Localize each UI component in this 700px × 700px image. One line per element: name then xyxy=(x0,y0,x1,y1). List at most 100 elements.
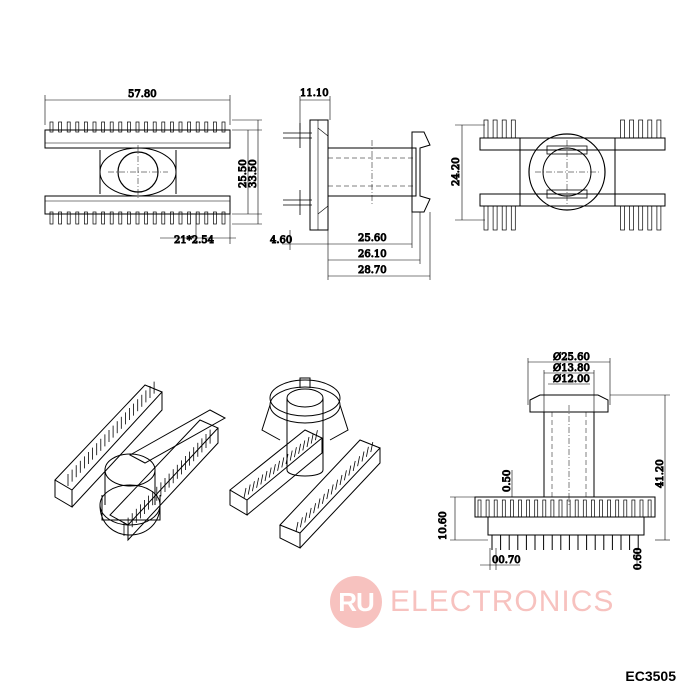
dim-outer-height-label: 33.50 xyxy=(248,159,259,188)
pin xyxy=(281,457,285,468)
comb-tooth xyxy=(647,205,653,231)
comb-tooth xyxy=(127,121,131,133)
pin xyxy=(295,521,299,533)
pin xyxy=(302,440,306,451)
comb-tooth xyxy=(483,205,489,231)
comb-tooth xyxy=(66,121,71,133)
comb-tooth xyxy=(58,211,62,225)
pin xyxy=(277,460,280,471)
comb-tooth xyxy=(477,499,482,518)
comb-tooth xyxy=(213,211,217,225)
comb-tooth xyxy=(92,211,97,225)
pin xyxy=(243,487,247,499)
comb-tooth xyxy=(534,499,539,518)
pin xyxy=(344,470,347,481)
comb-tooth xyxy=(84,121,88,133)
comb-tooth xyxy=(510,119,516,139)
pin xyxy=(348,465,352,476)
pin xyxy=(317,498,321,509)
comb-tooth xyxy=(656,205,662,231)
dim-pin-dia-label: 0.50 xyxy=(502,470,513,492)
dim-end-height-label: 24.20 xyxy=(451,157,462,186)
comb-tooth xyxy=(615,499,620,518)
comb-tooth xyxy=(187,121,191,133)
dim-length-c-label: 28.70 xyxy=(358,265,387,276)
pin xyxy=(294,447,297,458)
comb-tooth xyxy=(629,205,634,231)
comb-tooth xyxy=(152,211,157,225)
comb-tooth xyxy=(101,121,105,133)
comb-tooth xyxy=(58,121,62,133)
pin xyxy=(298,443,301,454)
comb-tooth xyxy=(607,499,611,518)
iso-view-1 xyxy=(54,381,227,542)
comb-tooth xyxy=(493,499,498,518)
comb-tooth xyxy=(204,121,209,133)
pin xyxy=(310,433,314,444)
pin xyxy=(326,489,330,500)
dim-length-a-label: 25.60 xyxy=(358,233,387,244)
brand-logo: RU xyxy=(330,576,382,628)
pin xyxy=(357,456,360,467)
comb-tooth xyxy=(187,211,191,225)
comb-tooth xyxy=(135,121,140,133)
front-view: Ø25.60 Ø13.80 Ø12.00 41.20 10.60 0.50 00… xyxy=(438,352,670,571)
pin xyxy=(247,484,251,495)
pin xyxy=(260,474,264,485)
comb-tooth xyxy=(501,499,506,518)
pin xyxy=(256,477,259,488)
pin xyxy=(322,493,325,504)
comb-tooth xyxy=(492,119,498,139)
dim-length-b-label: 26.10 xyxy=(358,249,387,260)
pin xyxy=(352,460,356,471)
dim-core-outer-label: Ø13.80 xyxy=(553,363,590,374)
comb-tooth xyxy=(631,499,636,518)
comb-tooth xyxy=(75,211,80,225)
side-view: 11.10 25.60 26.10 28.70 4.60 xyxy=(270,88,431,280)
comb-tooth xyxy=(501,205,507,231)
brand-text: ELECTRONICS xyxy=(390,585,615,618)
comb-tooth xyxy=(204,211,209,225)
comb-tooth xyxy=(221,121,226,133)
comb-tooth xyxy=(591,499,595,518)
comb-tooth xyxy=(638,205,644,231)
pin xyxy=(300,517,303,528)
dim-flange-dia-label: Ø25.60 xyxy=(553,352,590,363)
comb-tooth xyxy=(49,211,54,225)
pin xyxy=(252,481,255,492)
pin xyxy=(304,512,308,523)
comb-tooth xyxy=(84,211,88,225)
comb-tooth xyxy=(629,119,634,139)
comb-tooth xyxy=(599,499,603,518)
dim-pin-offset-label: 4.60 xyxy=(270,235,292,246)
comb-tooth xyxy=(135,211,140,225)
watermark: RU ELECTRONICS xyxy=(330,574,660,630)
comb-tooth xyxy=(558,499,563,518)
comb-tooth xyxy=(178,121,183,133)
dim-core-inner-label: Ø12.00 xyxy=(553,374,590,385)
comb-tooth xyxy=(582,499,587,518)
dim-inner-height-label: 25.50 xyxy=(238,159,249,188)
comb-tooth xyxy=(526,499,530,518)
pin xyxy=(366,446,369,457)
dim-width-label: 57.80 xyxy=(128,89,157,100)
comb-tooth xyxy=(109,121,114,133)
pin xyxy=(330,484,334,495)
pin xyxy=(264,470,268,482)
pin xyxy=(306,436,310,448)
comb-tooth xyxy=(213,121,217,133)
comb-tooth xyxy=(639,499,644,518)
comb-tooth xyxy=(221,211,226,225)
comb-tooth xyxy=(49,121,54,133)
comb-tooth xyxy=(656,119,662,139)
comb-tooth xyxy=(161,211,166,225)
comb-tooth xyxy=(127,211,131,225)
comb-tooth xyxy=(178,211,183,225)
pin xyxy=(273,464,276,475)
comb-tooth xyxy=(144,121,148,133)
comb-tooth xyxy=(152,121,157,133)
comb-tooth xyxy=(75,121,80,133)
comb-tooth xyxy=(485,499,490,518)
comb-tooth xyxy=(170,211,174,225)
